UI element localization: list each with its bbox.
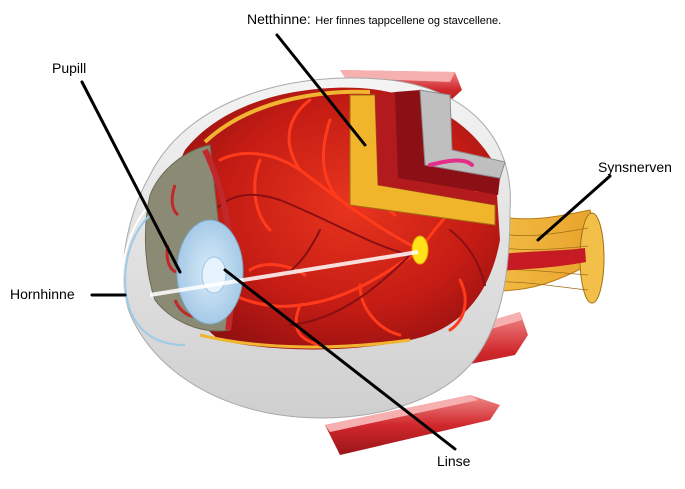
cornea-label: Hornhinne (10, 287, 75, 301)
retina-title: Netthinne: (247, 11, 311, 27)
fovea-spot (412, 236, 428, 264)
lens (177, 220, 243, 324)
pupil-label: Pupill (52, 61, 86, 75)
retina-description: Her finnes tappcellene og stavcellene. (315, 15, 501, 27)
lens-label: Linse (437, 454, 470, 468)
retina-label: Netthinne: Her finnes tappcellene og sta… (247, 12, 501, 28)
cutaway-layers (350, 90, 505, 225)
optic-nerve-label: Synsnerven (598, 160, 672, 174)
